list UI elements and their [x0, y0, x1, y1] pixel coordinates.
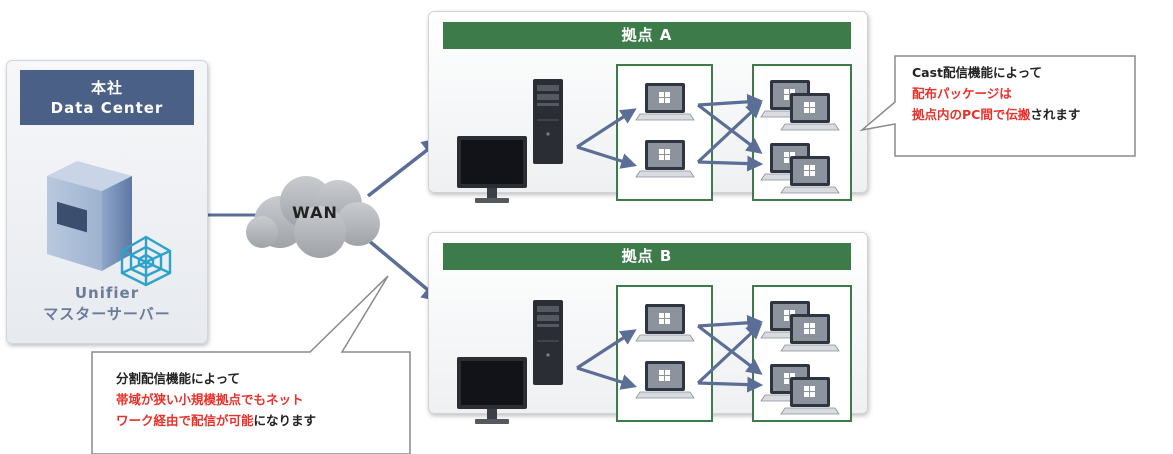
server-icon [47, 161, 132, 271]
cast-callout-line3-black: されます [1030, 107, 1081, 122]
hq-title: 本社 Data Center [20, 70, 194, 125]
hq-panel: 本社 Data Center Unifier マスターサー [6, 60, 208, 344]
site-b-arrow-l2-g1 [696, 322, 763, 385]
split-callout-line2: 帯域が狭い小規模拠点でもネット [116, 392, 304, 407]
site-a-pc-tower [533, 79, 563, 164]
site-b-arrow-l1-g2 [697, 324, 763, 375]
split-callout-line1: 分割配信機能によって [116, 371, 241, 386]
site-b-laptop-1 [635, 304, 695, 342]
server-role: マスターサーバー [43, 305, 171, 323]
site-a-title: 拠点 A [443, 22, 851, 49]
cast-callout-line1: Cast配信機能によって [912, 65, 1043, 80]
cast-callout-shape [859, 55, 1136, 157]
site-b-arrow-pc-l1 [576, 329, 637, 370]
site-b-laptop-2 [635, 361, 695, 399]
site-a-laptop-4 [780, 93, 840, 131]
site-a-laptop-1 [635, 83, 695, 121]
split-callout-shape [91, 275, 411, 454]
site-b-pc-tower [533, 300, 563, 385]
hq-title-line1: 本社 [90, 78, 123, 97]
site-a-arrow-l2-g1 [696, 101, 763, 164]
cast-callout-text: Cast配信機能によって 配布パッケージは 拠点内のPC間で伝搬されます [912, 62, 1152, 125]
wan-label: WAN [292, 203, 338, 222]
site-b-title: 拠点 B [443, 243, 851, 270]
server-name: Unifier [74, 284, 140, 302]
site-b-monitor [457, 357, 527, 424]
site-a-laptop-2 [635, 140, 695, 178]
site-a-monitor [457, 136, 527, 203]
site-b-laptop-6 [780, 377, 840, 415]
split-callout-line3-black: になります [253, 413, 317, 428]
site-a-arrow-pc-l2 [576, 145, 638, 169]
hq-title-line2: Data Center [50, 98, 164, 117]
split-callout-text: 分割配信機能によって 帯域が狭い小規模拠点でもネット ワーク経由で配信が可能にな… [116, 368, 416, 431]
cast-callout-line2: 配布パッケージは [912, 86, 1012, 101]
cast-callout-line3-red: 拠点内のPC間で伝搬 [912, 107, 1031, 122]
unifier-web-icon [120, 235, 172, 287]
site-b-arrow-pc-l2 [576, 366, 638, 390]
site-b-arrow-l2-g2 [697, 376, 764, 393]
site-a-arrow-l1-g2 [697, 103, 763, 154]
site-a-arrow-l1-g1 [697, 93, 764, 110]
split-callout-line3-red: ワーク経由で配信が可能 [116, 413, 254, 428]
site-b-arrow-l1-g1 [697, 314, 764, 331]
site-a-laptop-6 [780, 156, 840, 194]
site-b-laptop-4 [780, 314, 840, 352]
site-a-arrow-pc-l1 [576, 108, 637, 149]
hq-server-label: Unifier マスターサーバー [7, 283, 207, 325]
site-a-arrow-l2-g2 [697, 155, 764, 172]
wan-cloud-icon [246, 176, 380, 258]
